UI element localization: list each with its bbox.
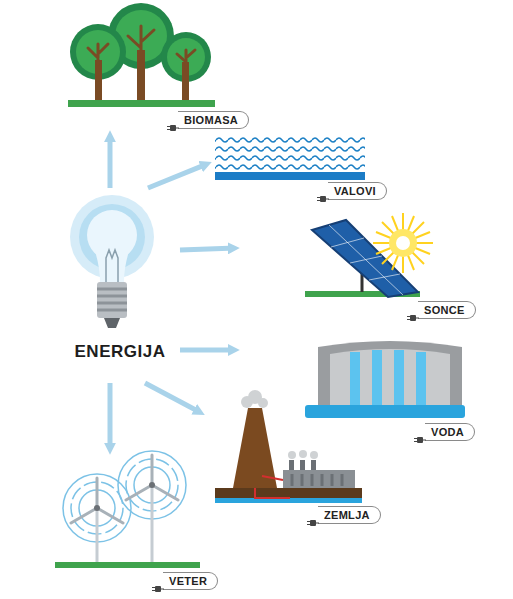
plug-body — [417, 437, 423, 443]
energy-node: SONCE — [240, 210, 490, 322]
source-tag: VETER — [163, 572, 218, 590]
cooling-tower — [233, 408, 277, 488]
sun-glow — [389, 229, 417, 257]
pipe — [255, 476, 290, 498]
plug-icon — [307, 518, 319, 528]
plug-prongs — [317, 198, 329, 201]
source-tag: VODA — [425, 423, 475, 441]
spillway — [394, 350, 404, 406]
spillway — [416, 352, 426, 406]
ground — [215, 488, 362, 498]
flow-arrow — [108, 383, 113, 444]
wave-field — [215, 137, 365, 173]
source-label: VETER — [169, 575, 207, 587]
ground — [55, 562, 200, 568]
dam-wall — [318, 341, 462, 410]
source-tag: BIOMASA — [178, 111, 249, 129]
tree-branches — [88, 26, 195, 68]
steam — [288, 451, 296, 459]
turbine-blades — [71, 455, 178, 523]
light-bulb — [70, 195, 154, 328]
bulb-base — [97, 282, 127, 318]
water-band — [305, 405, 465, 418]
plug-body — [170, 125, 176, 131]
flow-arrow — [180, 248, 229, 250]
energy-node: ZEMLJA — [205, 390, 390, 525]
source-label: ZEMLJA — [324, 509, 370, 521]
turbine-tower — [96, 508, 99, 562]
plug-icon — [317, 194, 329, 204]
sun-ray — [382, 222, 424, 264]
plug-icon — [407, 313, 419, 323]
turbine-hub — [94, 505, 100, 511]
geothermal-plant — [215, 390, 362, 503]
bulb-thread — [97, 289, 127, 310]
energy-node: VETER — [50, 455, 240, 592]
waves — [215, 137, 365, 180]
energy-node: BIOMASA — [62, 0, 252, 130]
chimney — [289, 460, 294, 471]
solar-panel — [305, 213, 433, 297]
plug-prongs — [307, 522, 319, 525]
flow-arrow — [180, 348, 229, 353]
flow-arrow — [145, 383, 195, 410]
ground — [68, 100, 215, 107]
wind-turbines — [55, 451, 200, 568]
center-label: ENERGIJA — [60, 342, 180, 362]
chimney — [300, 460, 305, 471]
plug-body — [320, 196, 326, 202]
plant-windows — [292, 474, 342, 486]
tree-trunk — [95, 60, 102, 101]
energy-node: ENERGIJA — [60, 188, 180, 383]
steam — [258, 398, 268, 408]
bulb-filament — [106, 250, 118, 282]
energy-node: VALOVI — [212, 130, 387, 200]
plug-icon — [414, 435, 426, 445]
bulb-tip — [104, 318, 120, 328]
source-label: VALOVI — [334, 185, 376, 197]
sun-rays — [373, 213, 433, 273]
steam — [310, 451, 318, 459]
source-label: SONCE — [424, 304, 465, 316]
plug-body — [410, 315, 416, 321]
plug-prongs — [152, 588, 164, 591]
sun-core — [396, 236, 410, 250]
plug-icon — [167, 123, 179, 133]
motion-rings — [63, 451, 186, 542]
plug-body — [155, 586, 161, 592]
dam — [305, 341, 465, 418]
source-tag: VALOVI — [328, 182, 387, 200]
turbine-hub — [149, 482, 155, 488]
source-label: VODA — [431, 426, 464, 438]
sun-ray — [382, 222, 424, 264]
source-tag: ZEMLJA — [318, 506, 381, 524]
steam — [299, 450, 307, 458]
plug-icon — [152, 584, 164, 594]
sun — [373, 213, 433, 273]
trees — [68, 3, 215, 107]
bulb-neck — [94, 248, 130, 282]
energy-node: VODA — [240, 335, 490, 443]
flow-arrow — [148, 166, 202, 188]
dam-face — [330, 349, 450, 406]
spillway — [350, 352, 360, 406]
water-band — [215, 172, 365, 180]
spillway — [372, 350, 382, 406]
source-label: BIOMASA — [184, 114, 238, 126]
plug-prongs — [414, 439, 426, 442]
source-tag: SONCE — [418, 301, 476, 319]
flow-arrow — [107, 141, 112, 188]
plug-body — [310, 520, 316, 526]
plant-building — [283, 470, 355, 488]
plug-prongs — [167, 127, 179, 130]
turbine-tower — [151, 485, 154, 562]
chimney — [311, 460, 316, 471]
plug-prongs — [407, 317, 419, 320]
